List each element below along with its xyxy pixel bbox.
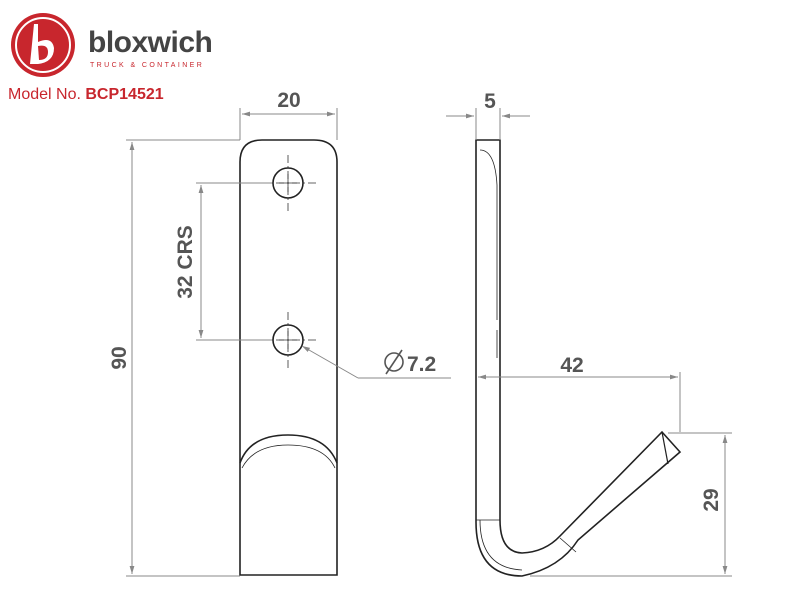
dim-hole-diameter	[301, 345, 451, 379]
dim-hook-reach	[478, 372, 681, 432]
dim-hook-rise-label: 29	[700, 488, 723, 511]
dim-hook-reach-label: 42	[560, 354, 583, 377]
hole-centre-marks	[260, 155, 316, 368]
dim-width-label: 20	[277, 89, 300, 112]
model-number: Model No. BCP14521	[8, 86, 164, 104]
bloxwich-logo: bloxwich TRUCK & CONTAINER	[8, 8, 238, 88]
dim-hole-diameter-label: 7.2	[407, 353, 436, 376]
dim-hole-centres	[196, 182, 272, 341]
side-view	[475, 139, 682, 577]
dim-hook-rise	[530, 432, 732, 577]
dim-length-label: 90	[108, 346, 131, 369]
dim-length	[126, 139, 240, 577]
dim-thickness-label: 5	[484, 90, 496, 113]
brand-name: bloxwich	[88, 26, 213, 59]
model-code: BCP14521	[85, 86, 164, 103]
dim-hole-centres-label: 32 CRS	[174, 225, 197, 299]
brand-tagline: TRUCK & CONTAINER	[90, 62, 205, 69]
dim-thickness	[446, 108, 530, 140]
dim-width	[239, 108, 338, 140]
logo-emblem-icon	[11, 13, 75, 77]
model-label: Model No.	[8, 86, 81, 103]
